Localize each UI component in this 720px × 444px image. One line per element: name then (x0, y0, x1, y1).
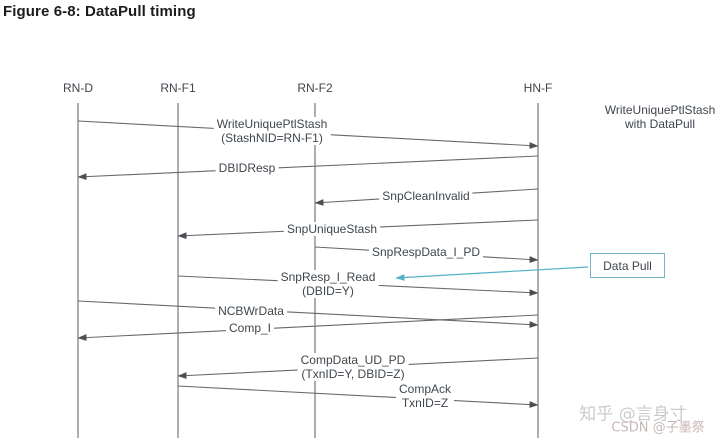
data-pull-callout: Data Pull (590, 253, 665, 278)
figure-title: Figure 6-8: DataPull timing (3, 3, 196, 20)
msg-label-line: CompAck (398, 382, 452, 396)
msg-label-line: CompData_UD_PD (300, 353, 406, 367)
msg-label-line: (TxnID=Y, DBID=Z) (301, 367, 405, 381)
msg-label-snpcleaninvalid: SnpCleanInvalid (379, 189, 473, 203)
msg-label-line: SnpResp_I_Read (280, 270, 376, 284)
arrow-comp-i (77, 314, 539, 341)
msg-label-writeuniqueptlstash: WriteUniquePtlStash (StashNID=RN-F1) (213, 117, 331, 145)
arrow-dbidresp (77, 155, 539, 181)
data-pull-callout-label: Data Pull (603, 258, 652, 273)
msg-label-snpresp-i-read: SnpResp_I_Read (DBID=Y) (277, 270, 379, 298)
msg-label-comp-i: Comp_I (225, 321, 275, 335)
annotation-writeuniqueptlstash-with-datapull: WriteUniquePtlStash with DataPull (602, 103, 719, 131)
msg-label-snprespdata-i-pd: SnpRespData_I_PD (368, 245, 484, 259)
annotation-line: with DataPull (624, 117, 696, 131)
arrow-compack (177, 385, 539, 408)
msg-label-compdata-ud-pd: CompData_UD_PD (TxnID=Y, DBID=Z) (297, 353, 409, 381)
data-pull-pointer-arrow (395, 266, 589, 281)
annotation-line: WriteUniquePtlStash (604, 103, 716, 117)
node-label-hn-f: HN-F (523, 81, 553, 95)
msg-label-line: (StashNID=RN-F1) (221, 131, 323, 145)
msg-label-line: (DBID=Y) (302, 284, 354, 298)
node-label-rn-f2: RN-F2 (297, 81, 333, 95)
watermark-zhihu: 知乎 @言身寸 (579, 404, 687, 425)
msg-label-line: TxnID=Z (401, 396, 449, 410)
msg-label-dbidresp: DBIDResp (215, 161, 279, 175)
node-label-rn-d: RN-D (63, 81, 93, 95)
watermark-csdn: CSDN @子墨祭 (611, 420, 705, 436)
msg-label-line: WriteUniquePtlStash (216, 117, 328, 131)
arrow-ncbwrdata (77, 300, 539, 328)
msg-label-snpuniquestash: SnpUniqueStash (283, 222, 381, 236)
node-label-rn-f1: RN-F1 (160, 81, 196, 95)
msg-label-ncbwrdata: NCBWrData (215, 304, 287, 318)
msg-label-compack: CompAck TxnID=Z (395, 382, 455, 410)
